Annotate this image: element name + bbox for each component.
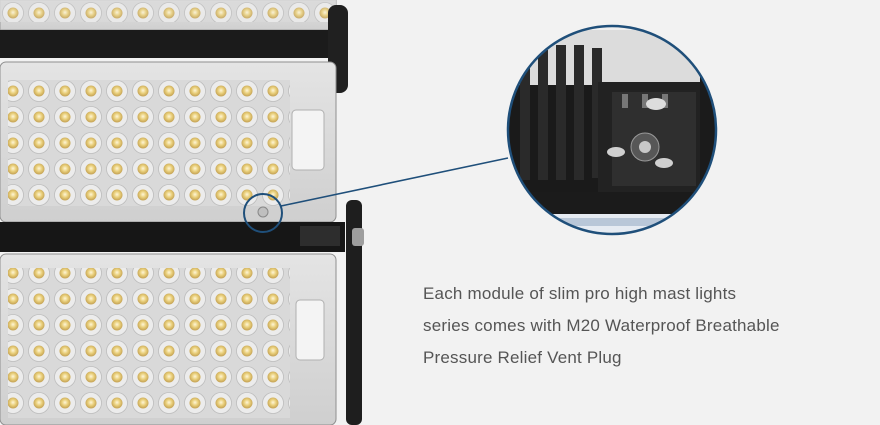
product-caption: Each module of slim pro high mast lights… [423,278,863,374]
vent-plug [257,206,269,218]
inset-frame [506,24,718,236]
high-mast-light [0,0,364,425]
callout-ring [243,193,283,233]
caption-line-1: Each module of slim pro high mast lights [423,284,737,303]
callout-leader [280,157,509,207]
magnified-vent-plug-inset [506,24,718,236]
caption-line-3: Pressure Relief Vent Plug [423,348,622,367]
caption-line-2: series comes with M20 Waterproof Breatha… [423,316,780,335]
